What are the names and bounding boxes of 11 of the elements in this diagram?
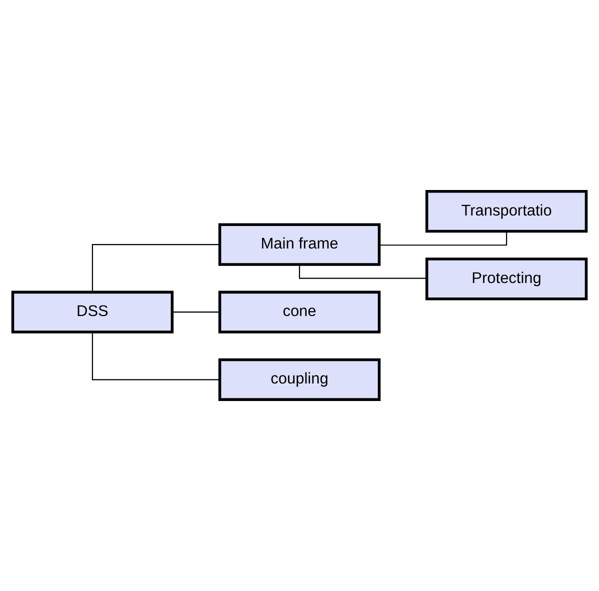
connector [92, 332, 220, 380]
node-box: coupling [218, 358, 381, 401]
node-box: cone [218, 290, 381, 334]
connector [92, 244, 220, 292]
connector [172, 312, 220, 313]
node-box: Protecting [425, 258, 588, 300]
connector [379, 231, 508, 246]
node-box: DSS [11, 290, 174, 334]
node-box: Main frame [218, 223, 381, 266]
node-box: Transportatio [425, 190, 588, 233]
connector [298, 264, 427, 279]
